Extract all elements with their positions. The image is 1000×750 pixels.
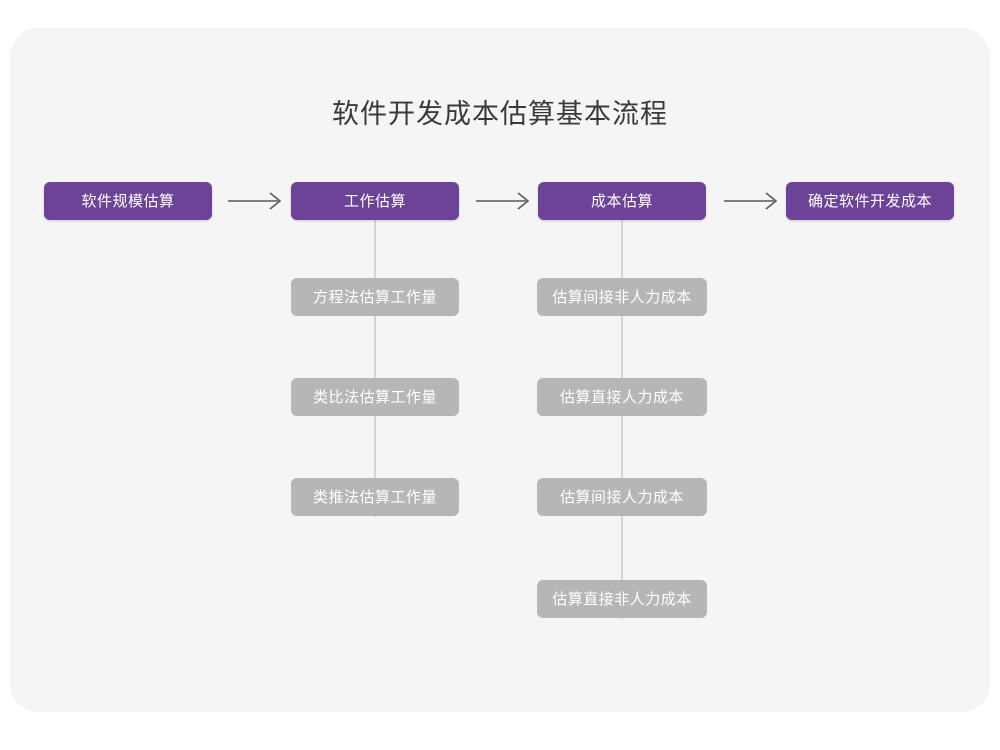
card-background: [10, 28, 990, 712]
node-cost-direct-labor[interactable]: 估算直接人力成本: [537, 378, 707, 416]
node-cost-indirect-labor[interactable]: 估算间接人力成本: [537, 478, 707, 516]
page-title: 软件开发成本估算基本流程: [332, 99, 668, 129]
node-effort-equation-method[interactable]: 方程法估算工作量: [291, 278, 459, 316]
node-step2-effort-estimation[interactable]: 工作估算: [291, 182, 459, 220]
node-cost-indirect-nonlabor[interactable]: 估算间接非人力成本: [537, 278, 707, 316]
arrow-step2-to-step3: [476, 188, 534, 214]
node-step4-determine-development-cost[interactable]: 确定软件开发成本: [786, 182, 954, 220]
node-effort-inference-method[interactable]: 类推法估算工作量: [291, 478, 459, 516]
arrow-step3-to-step4: [724, 188, 782, 214]
connector-line-column-2: [374, 217, 376, 517]
node-step1-software-size-estimation[interactable]: 软件规模估算: [44, 182, 212, 220]
node-cost-direct-nonlabor[interactable]: 估算直接非人力成本: [537, 580, 707, 618]
connector-line-column-3: [621, 217, 623, 619]
node-effort-analogy-method[interactable]: 类比法估算工作量: [291, 378, 459, 416]
arrow-step1-to-step2: [228, 188, 286, 214]
node-step3-cost-estimation[interactable]: 成本估算: [538, 182, 706, 220]
